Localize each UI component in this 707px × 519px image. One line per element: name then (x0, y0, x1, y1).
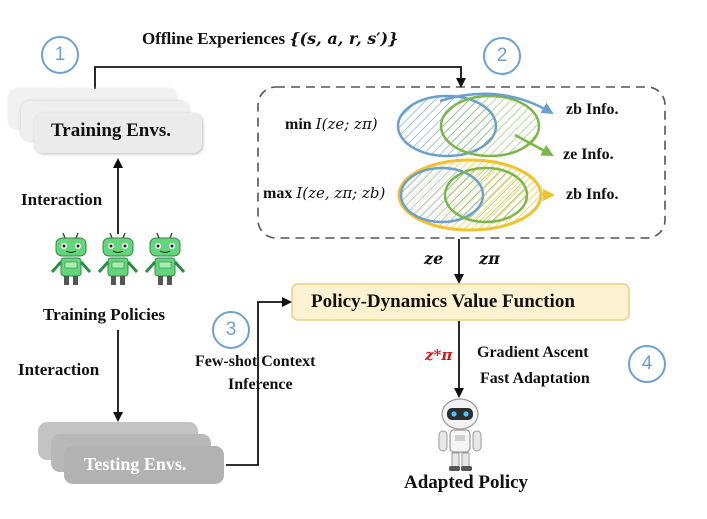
offline-experiences-math: {(s, a, r, s′)} (289, 29, 399, 48)
robot-icon (50, 232, 92, 285)
step-3-badge: 3 (212, 311, 250, 349)
few-shot-label-line2: Inference (228, 376, 293, 393)
zpi-star-label: z*π (425, 346, 453, 364)
max-prefix: max (263, 185, 293, 202)
min-objective: min I(ze; zπ) (285, 115, 378, 134)
step-2-badge: 2 (483, 37, 521, 75)
training-robots (50, 231, 186, 287)
fast-adaptation-label: Fast Adaptation (480, 370, 590, 387)
offline-experiences-label: Offline Experiences {(s, a, r, s′)} (142, 29, 398, 49)
interaction-label-top: Interaction (21, 190, 103, 209)
max-expression: I(ze, zπ; zb) (296, 184, 386, 202)
zpi-latent-label: zπ (479, 249, 500, 268)
adapted-robot-icon (438, 398, 482, 471)
max-venn-diagram (397, 158, 555, 232)
step-4-badge: 4 (628, 345, 666, 383)
training-env-label: Training Envs. (51, 120, 172, 141)
testing-env-label: Testing Envs. (84, 454, 187, 474)
ze-info-arrow-min (514, 133, 554, 157)
zb-info-label-2: zb Info. (566, 186, 619, 203)
training-env-card-front: Training Envs. (34, 113, 202, 153)
robot-icon (97, 231, 139, 287)
value-function-box (291, 283, 630, 321)
robot-icon (144, 231, 186, 287)
step-1-badge: 1 (41, 36, 79, 74)
zb-info-label-1: zb Info. (566, 101, 619, 118)
max-objective: max I(ze, zπ; zb) (263, 184, 385, 203)
few-shot-label-line1: Few-shot Context (195, 353, 316, 370)
gradient-ascent-label: Gradient Ascent (477, 344, 589, 361)
zb-info-arrow-min (439, 92, 554, 115)
testing-env-card-front: Testing Envs. (64, 446, 224, 484)
training-policies-label: Training Policies (43, 305, 165, 324)
few-shot-arrow (226, 297, 292, 466)
offline-experiences-text: Offline Experiences (142, 29, 286, 48)
adapted-policy-label: Adapted Policy (404, 472, 529, 493)
interaction-label-bottom: Interaction (18, 360, 100, 379)
min-venn-diagram (396, 92, 554, 158)
value-function-label: Policy-Dynamics Value Function (311, 291, 575, 312)
ze-info-label: ze Info. (563, 146, 614, 163)
offline-experience-arrow (94, 66, 466, 96)
min-expression: I(ze; zπ) (315, 115, 378, 133)
min-prefix: min (285, 116, 312, 133)
ze-latent-label: ze (424, 249, 444, 268)
